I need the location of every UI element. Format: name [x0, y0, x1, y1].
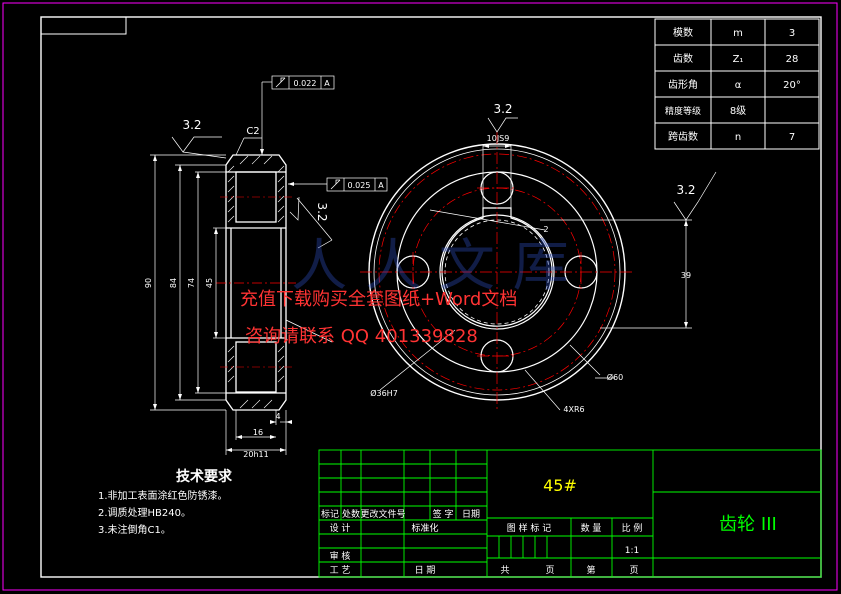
- outer-hole-label: Ø60: [607, 372, 623, 382]
- keyway-label: 10JS9: [487, 134, 510, 143]
- tech-item-3: 3.未注倒角C1。: [98, 523, 171, 536]
- tb-date: 日期: [462, 509, 480, 520]
- roughness-right: 3.2: [676, 183, 695, 197]
- param-symbol-2: α: [735, 80, 742, 91]
- watermark-line-1: 充值下载购买全套图纸+Word文档: [240, 289, 517, 310]
- tol-datum-2: A: [378, 181, 384, 190]
- section-view: [225, 154, 287, 411]
- dim-84: 84: [169, 278, 178, 288]
- param-label-2: 齿形角: [668, 79, 698, 91]
- holes-label: 4XR6: [563, 405, 584, 414]
- param-label-0: 模数: [673, 26, 693, 39]
- param-label-4: 跨齿数: [668, 130, 698, 143]
- dim-20h11: 20h11: [243, 450, 268, 459]
- tech-requirements: 技术要求 1.非加工表面涂红色防锈漆。 2.调质处理HB240。 3.未注倒角C…: [98, 468, 233, 536]
- tol-datum-1: A: [324, 79, 330, 88]
- dim-4: 4: [275, 412, 280, 421]
- param-table-text: 模数 m 3 齿数 Z₁ 28 齿形角 α 20° 精度等级 8级 跨齿数 n …: [665, 26, 801, 143]
- param-value-2: 20°: [783, 80, 801, 91]
- param-symbol-3: 8级: [730, 105, 746, 117]
- bore-label: Ø36H7: [370, 388, 398, 398]
- tb-stage-mark: 图 样 标 记: [507, 522, 552, 534]
- material: 45#: [543, 476, 577, 495]
- angle-label: 2: [543, 225, 548, 234]
- front-labels: 3.2 10JS9 3.2 39 2 Ø36H7 Ø60 4XR6: [370, 102, 695, 414]
- dim-16: 16: [253, 428, 263, 437]
- front-centerlines: [360, 132, 634, 412]
- dim-39: 39: [681, 271, 691, 280]
- tb-standard: 标准化: [411, 522, 438, 534]
- param-value-4: 7: [789, 132, 795, 143]
- tb-sheet: 页: [545, 565, 554, 576]
- tech-item-2: 2.调质处理HB240。: [98, 507, 191, 519]
- param-symbol-1: Z₁: [733, 54, 744, 65]
- tb-page-no: 第: [586, 564, 595, 576]
- tb-count: 处数: [342, 508, 360, 520]
- tb-sheet2: 页: [629, 565, 638, 576]
- tb-sign: 签 字: [433, 508, 454, 520]
- tb-scale-label: 比 例: [622, 522, 643, 534]
- tb-change-doc: 更改文件号: [360, 508, 405, 520]
- param-symbol-4: n: [735, 132, 741, 143]
- param-value-1: 28: [786, 54, 799, 65]
- tb-mark: 标记: [321, 508, 339, 520]
- chamfer-label: C2: [246, 126, 259, 137]
- roughness-side: 3.2: [315, 202, 329, 221]
- title-block-labels: 标记 处数 更改文件号 签 字 日期 设 计 标准化 审 核 工 艺 日 期 图…: [321, 508, 642, 576]
- section-dims: [150, 75, 388, 455]
- dim-90: 90: [144, 278, 153, 288]
- tb-quantity: 数 量: [581, 522, 602, 534]
- tb-process: 工 艺: [330, 565, 351, 576]
- roughness-top-left: 3.2: [182, 118, 201, 132]
- corner-box: [40, 16, 127, 35]
- tol-value-1: 0.022: [294, 79, 317, 88]
- part-name: 齿轮 III: [719, 514, 777, 535]
- roughness-top-front: 3.2: [493, 102, 512, 116]
- watermark: 人 人 文 库 充值下载购买全套图纸+Word文档 咨询请联系 QQ 40133…: [240, 234, 569, 347]
- tb-total: 共: [500, 565, 509, 576]
- watermark-logo: 人 人 文 库: [291, 234, 568, 299]
- param-value-0: 3: [789, 28, 795, 39]
- param-label-3: 精度等级: [665, 105, 701, 117]
- param-table: [654, 18, 820, 150]
- watermark-line-2: 咨询请联系 QQ 401339828: [245, 326, 478, 347]
- tol-value-2: 0.025: [348, 181, 371, 190]
- tb-design: 设 计: [330, 522, 351, 534]
- param-label-1: 齿数: [673, 52, 693, 65]
- title-block-grid: [318, 449, 822, 578]
- tech-title: 技术要求: [176, 468, 233, 485]
- param-symbol-0: m: [733, 28, 743, 39]
- dim-45: 45: [205, 278, 214, 288]
- tb-date2: 日 期: [415, 565, 436, 576]
- tech-item-1: 1.非加工表面涂红色防锈漆。: [98, 489, 228, 502]
- section-hatch: [227, 155, 285, 409]
- section-labels: 3.2 C2 0.022 A 0.025 A 3.2 90 84 74 45 4…: [144, 79, 384, 459]
- front-arrows: [483, 144, 688, 328]
- dim-74: 74: [187, 278, 196, 288]
- tb-scale: 1:1: [625, 546, 639, 556]
- section-arrows: [153, 149, 294, 452]
- tb-review: 审 核: [330, 550, 351, 562]
- gdt-runout-icon: [275, 77, 341, 190]
